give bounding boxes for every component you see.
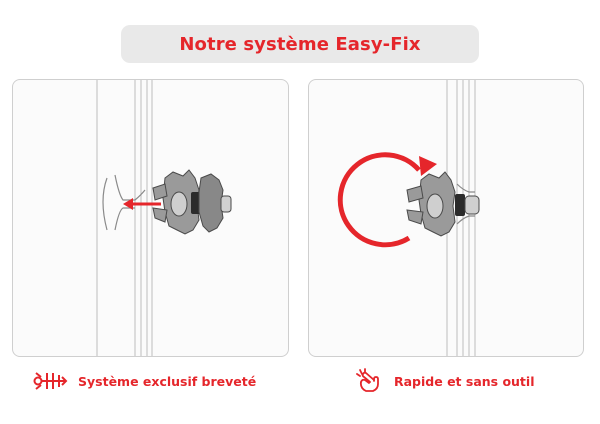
fastener-part xyxy=(406,171,480,237)
feature-patent: Système exclusif breveté xyxy=(32,367,256,395)
page-title: Notre système Easy-Fix xyxy=(179,33,421,55)
feature-label-quick: Rapide et sans outil xyxy=(394,373,535,389)
insert-fastener-diagram xyxy=(96,80,232,356)
illustration-insert xyxy=(12,79,289,357)
title-banner: Notre système Easy-Fix xyxy=(121,25,479,63)
rotate-fastener-diagram xyxy=(337,80,480,356)
illustration-rotate xyxy=(308,79,584,357)
rotation-arrow-icon xyxy=(337,152,437,248)
slot-outline xyxy=(102,174,146,231)
patent-fastener-icon xyxy=(33,372,68,390)
insert-arrow-icon xyxy=(123,198,161,210)
fastener-part xyxy=(152,169,232,235)
snap-hand-icon xyxy=(356,368,379,392)
feature-quick: Rapide et sans outil xyxy=(356,367,534,395)
slot-outline xyxy=(456,183,475,225)
feature-label-patent: Système exclusif breveté xyxy=(78,373,257,389)
